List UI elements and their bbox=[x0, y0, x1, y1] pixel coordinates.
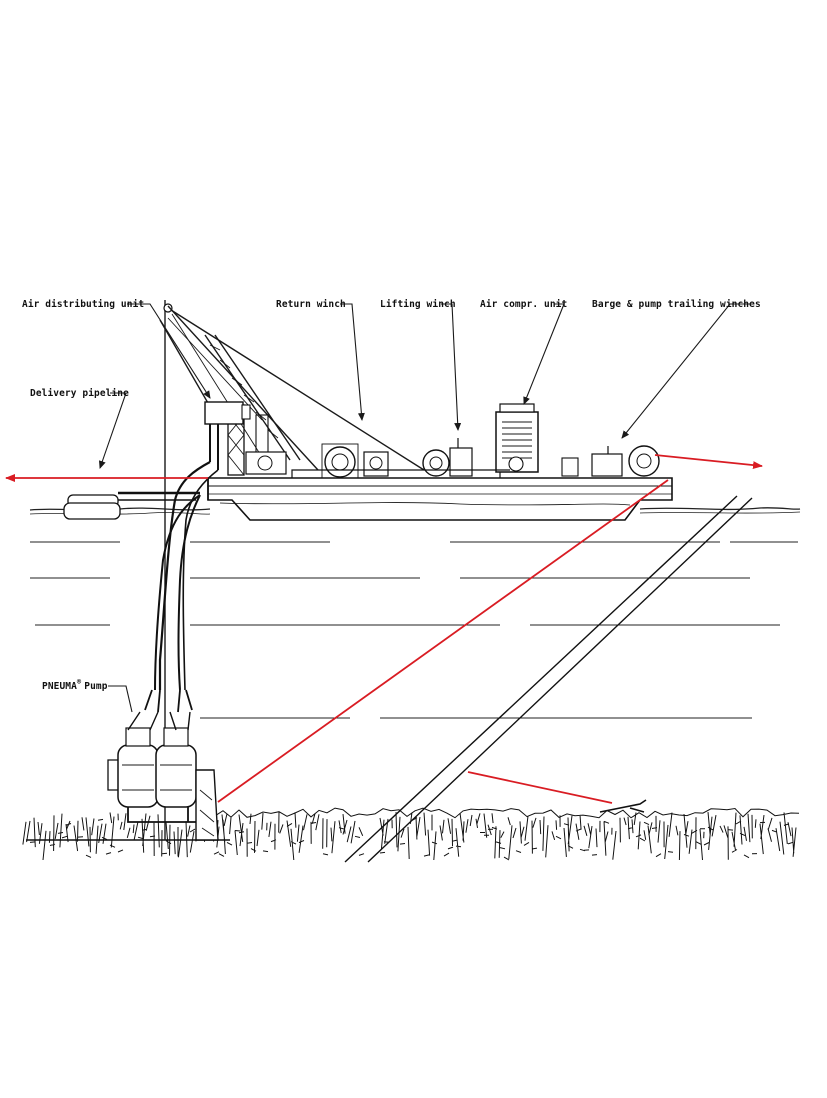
pneuma-word: Pump bbox=[84, 681, 107, 692]
return-winch-drum-icon bbox=[324, 446, 356, 478]
seabed bbox=[22, 807, 800, 861]
floating-pipeline bbox=[63, 491, 200, 520]
labels: Air distributing unit Return winch Lifti… bbox=[22, 299, 761, 692]
label-barge-pump-trailing-winches: Barge & pump trailing winches bbox=[592, 299, 761, 310]
leader-lines bbox=[98, 303, 752, 713]
anchor bbox=[599, 799, 647, 813]
pneuma-pump bbox=[107, 711, 219, 841]
label-delivery-pipeline: Delivery pipeline bbox=[30, 388, 129, 399]
lifting-winch-drum-icon bbox=[422, 449, 450, 477]
label-pneuma-pump: PNEUMA®Pump bbox=[42, 678, 108, 692]
trailing-winch-drum-icon bbox=[628, 445, 660, 477]
label-air-distributing-unit: Air distributing unit bbox=[22, 299, 144, 310]
deck-machinery bbox=[245, 403, 660, 479]
hoses bbox=[144, 461, 219, 713]
label-lifting-winch: Lifting winch bbox=[380, 299, 456, 310]
seabed-texture bbox=[22, 807, 800, 861]
barge bbox=[207, 477, 673, 521]
red-cables bbox=[5, 454, 763, 804]
inclined-pipe bbox=[344, 495, 753, 863]
air-distributing-unit bbox=[204, 401, 251, 470]
trailing-arrow-right bbox=[654, 454, 763, 470]
label-return-winch: Return winch bbox=[276, 299, 346, 310]
pneuma-name: PNEUMA bbox=[42, 681, 77, 692]
label-air-compr-unit: Air compr. unit bbox=[480, 299, 567, 310]
pneuma-registered-mark: ® bbox=[77, 678, 82, 686]
water-depth-lines bbox=[30, 541, 798, 719]
